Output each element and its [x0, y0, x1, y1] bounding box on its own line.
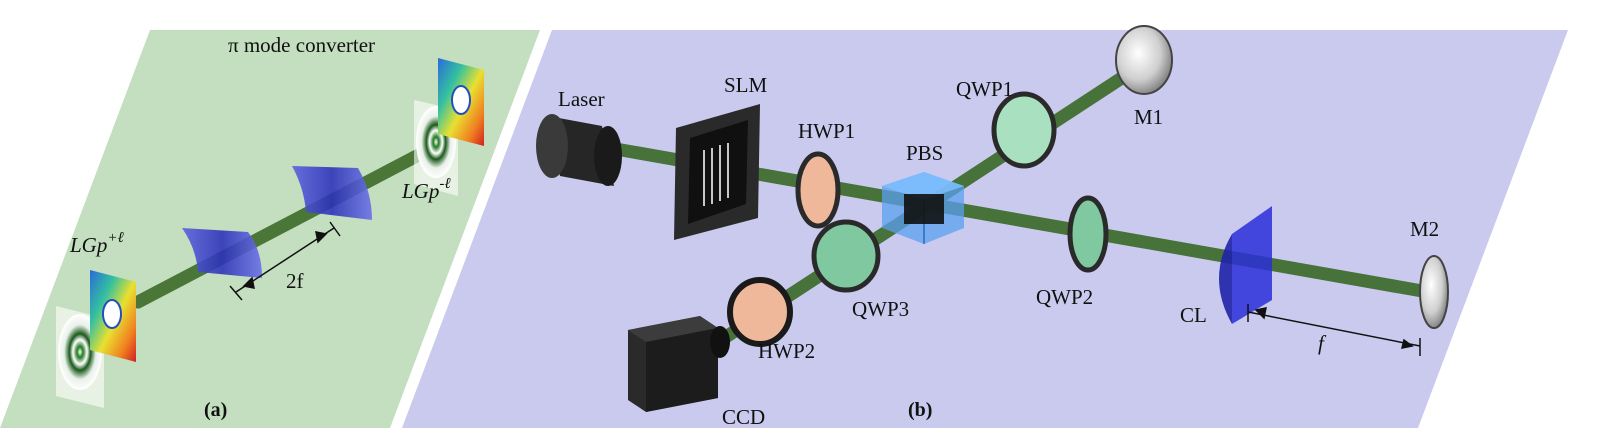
m1-label: M1: [1134, 105, 1163, 129]
converter-beam: [131, 141, 439, 309]
input-mode-pattern-icon: [56, 270, 136, 408]
laser-icon: [536, 114, 622, 186]
cylindrical-lens-2-icon: [292, 166, 372, 220]
ccd-camera-icon: [628, 316, 730, 412]
cylindrical-lens-1-icon: [182, 228, 262, 278]
m2-mirror-icon: [1419, 255, 1449, 329]
output-mode-label: LGp-ℓ: [401, 176, 451, 203]
input-mode-label: LGp+ℓ: [69, 230, 124, 257]
slm-icon: [674, 104, 760, 240]
m1-mirror-icon: [1115, 25, 1173, 95]
qwp2-label: QWP2: [1036, 285, 1093, 309]
ccd-label: CCD: [722, 405, 765, 429]
m2-label: M2: [1410, 217, 1439, 241]
pbs-label: PBS: [906, 141, 943, 165]
panel-a: π mode converter 2f LGp+ℓ: [0, 30, 540, 428]
qwp3-label: QWP3: [852, 297, 909, 321]
laser-label: Laser: [558, 87, 605, 111]
cl-cylindrical-lens-icon: [1219, 206, 1272, 324]
qwp1-label: QWP1: [956, 77, 1013, 101]
hwp1-label: HWP1: [798, 119, 855, 143]
panel-a-caption: (a): [204, 399, 227, 421]
cl-label: CL: [1180, 303, 1207, 327]
two-f-label: 2f: [286, 269, 304, 293]
f-dimension-arrow: [1247, 304, 1421, 356]
two-f-dimension-arrow: [229, 221, 341, 301]
pbs-beam-splitter-icon: [882, 172, 964, 244]
slm-label: SLM: [724, 73, 768, 97]
panel-b-caption: (b): [908, 399, 932, 421]
qwp3-waveplate-icon: [811, 219, 881, 293]
f-label: f: [1318, 331, 1327, 355]
hwp1-waveplate-icon: [795, 151, 841, 229]
panel-b: Laser SLM HWP1 PBS: [402, 25, 1568, 429]
qwp2-waveplate-icon: [1067, 195, 1109, 273]
output-mode-pattern-icon: [414, 58, 484, 196]
hwp2-label: HWP2: [758, 339, 815, 363]
hwp2-waveplate-icon: [727, 277, 793, 347]
pi-mode-converter-title: π mode converter: [228, 33, 375, 57]
qwp1-waveplate-icon: [991, 91, 1057, 169]
